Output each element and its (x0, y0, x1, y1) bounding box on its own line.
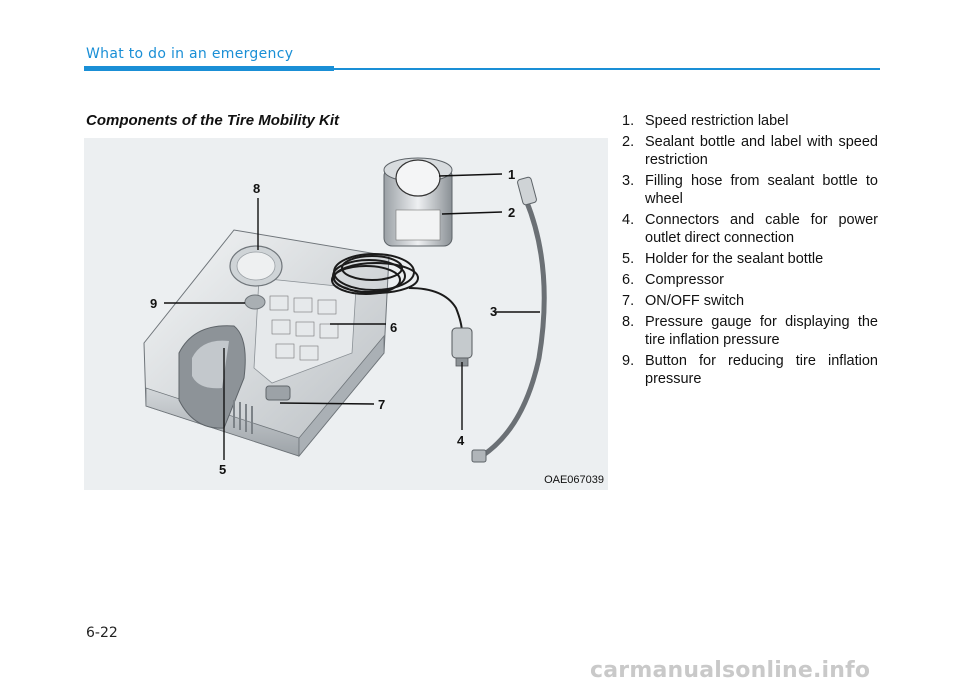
page-number: 6-22 (86, 625, 118, 641)
callout-1: 1 (508, 167, 515, 182)
callout-7: 7 (378, 397, 385, 412)
legend-item: 7.ON/OFF switch (622, 293, 745, 309)
legend-item: 3.Filling hose from sealant bottle to wh… (622, 173, 878, 207)
header-rule-thick (84, 66, 334, 71)
callout-3: 3 (490, 304, 497, 319)
legend-item: 8.Pressure gauge for displaying the tire… (622, 314, 878, 348)
figure-caption: Components of the Tire Mobility Kit (86, 112, 340, 129)
legend-item: 1.Speed restriction label (622, 113, 789, 129)
legend-item: 9.Button for reducing tire inflation pre… (622, 353, 878, 387)
section-title: What to do in an emergency (86, 46, 294, 62)
legend-item: 4.Connectors and cable for power outlet … (622, 212, 878, 246)
callout-lines (164, 173, 540, 460)
header-rule-thin (334, 68, 880, 70)
callout-9: 9 (150, 296, 157, 311)
figure-code: OAE067039 (544, 474, 604, 486)
legend-item: 5.Holder for the sealant bottle (622, 251, 824, 267)
callout-6: 6 (390, 320, 397, 335)
sealant-bottle (383, 157, 453, 247)
compressor (143, 229, 390, 458)
power-plug (451, 327, 473, 367)
filling-hose (471, 176, 547, 463)
power-cable (331, 253, 463, 334)
watermark-link[interactable]: carmanualsonline.info (590, 658, 871, 683)
callout-4: 4 (457, 433, 465, 448)
callout-2: 2 (508, 205, 515, 220)
components-legend: 1.Speed restriction label 2.Sealant bott… (622, 112, 878, 391)
tire-mobility-kit-illustration: 1 2 3 4 5 6 7 8 9 OAE067039 (84, 138, 608, 490)
legend-item: 2.Sealant bottle and label with speed re… (622, 134, 878, 168)
legend-item: 6.Compressor (622, 272, 724, 288)
callout-numbers: 1 2 3 4 5 6 7 8 9 (150, 167, 515, 477)
callout-8: 8 (253, 181, 260, 196)
callout-5: 5 (219, 462, 226, 477)
kit-drawing: 1 2 3 4 5 6 7 8 9 (143, 157, 547, 477)
